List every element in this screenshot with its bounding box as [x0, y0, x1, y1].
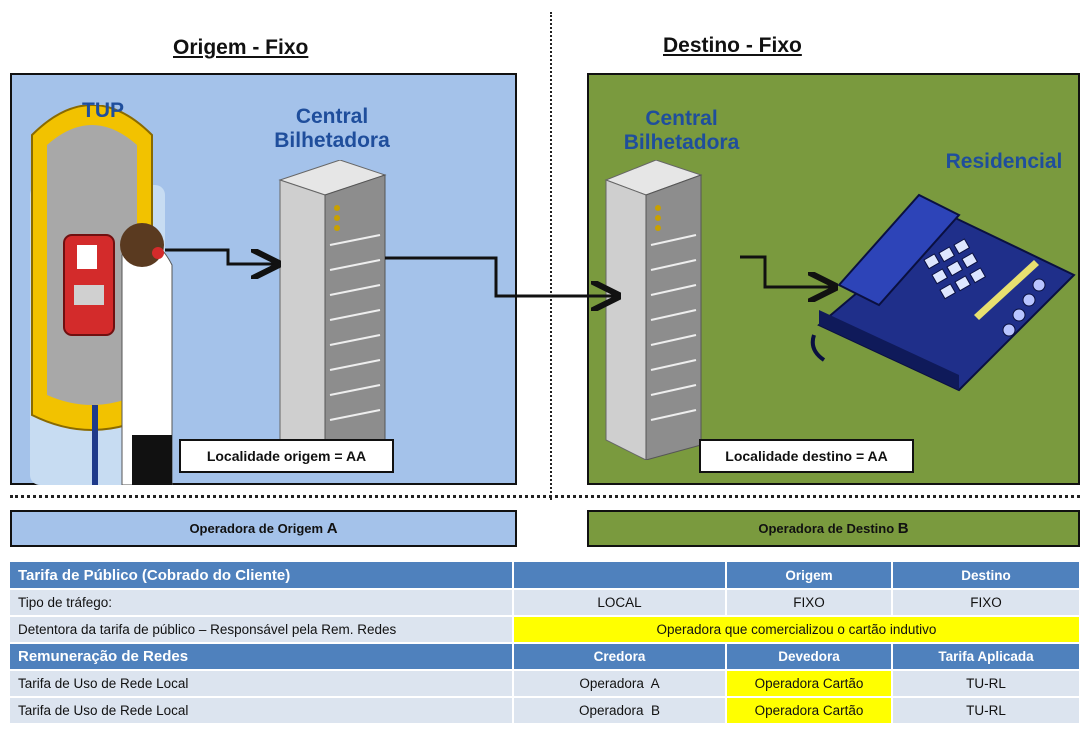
table-cell: FIXO	[726, 589, 893, 617]
highlighted-cell: Operadora que comercializou o cartão ind…	[513, 616, 1080, 644]
origin-heading: Origem - Fixo	[173, 36, 309, 59]
arrow-central-to-residential	[740, 255, 832, 287]
residential-label: Residencial	[945, 150, 1063, 173]
table-cell: Operadora B	[513, 697, 727, 725]
highlighted-cell: Operadora Cartão	[726, 697, 893, 725]
header-cell: Remuneração de Redes	[10, 643, 514, 671]
destination-locality-box: Localidade destino = AA	[699, 439, 914, 473]
tariff-table: Tarifa de Público (Cobrado do Cliente) O…	[10, 562, 1080, 725]
header-cell: Origem	[726, 562, 893, 590]
origin-operator-letter: A	[326, 520, 338, 537]
table-row: Tarifa de Uso de Rede Local Operadora B …	[10, 697, 1080, 725]
header-cell: Tarifa Aplicada	[892, 643, 1080, 671]
destination-operator-letter: B	[897, 520, 909, 537]
destination-operator-bar: Operadora de Destino B	[587, 510, 1080, 547]
horizontal-divider	[10, 495, 1080, 498]
origin-central-line2: Bilhetadora	[274, 129, 390, 152]
table-row: Tipo de tráfego: LOCAL FIXO FIXO	[10, 589, 1080, 617]
arrow-central-to-central	[385, 256, 615, 296]
destination-operator-prefix: Operadora de Destino	[758, 521, 898, 536]
table-cell: FIXO	[892, 589, 1080, 617]
telephone-icon	[810, 193, 1076, 392]
origin-central-label: Central Bilhetadora	[237, 105, 427, 153]
table-header-network-remuneration: Remuneração de Redes Credora Devedora Ta…	[10, 643, 1080, 671]
origin-operator-bar: Operadora de Origem A	[10, 510, 517, 547]
origin-central-line1: Central	[295, 105, 369, 128]
tup-label: TUP	[82, 99, 124, 122]
origin-locality-box: Localidade origem = AA	[179, 439, 394, 473]
header-cell: Devedora	[726, 643, 893, 671]
arrow-tup-to-central	[165, 248, 275, 264]
table-row: Tarifa de Uso de Rede Local Operadora A …	[10, 670, 1080, 698]
destination-heading: Destino - Fixo	[663, 34, 802, 57]
vertical-divider	[550, 12, 552, 500]
row-label: Tarifa de Uso de Rede Local	[10, 670, 514, 698]
header-cell: Destino	[892, 562, 1080, 590]
table-header-public-tariff: Tarifa de Público (Cobrado do Cliente) O…	[10, 562, 1080, 590]
destination-panel: Central Bilhetadora Residencial Localida…	[587, 73, 1080, 485]
flow-arrows	[165, 248, 1080, 500]
table-cell: TU-RL	[892, 670, 1080, 698]
origin-operator-prefix: Operadora de Origem	[189, 521, 327, 536]
row-label: Tipo de tráfego:	[10, 589, 514, 617]
destination-central-line1: Central	[645, 107, 718, 130]
highlighted-cell: Operadora Cartão	[726, 670, 893, 698]
header-cell: Credora	[513, 643, 727, 671]
table-cell: TU-RL	[892, 697, 1080, 725]
table-cell: LOCAL	[513, 589, 727, 617]
table-cell: Operadora A	[513, 670, 727, 698]
server-icon-destination	[604, 160, 703, 460]
origin-panel: TUP Central Bilhetadora Localidade orige…	[10, 73, 517, 485]
row-label: Detentora da tarifa de público – Respons…	[10, 616, 514, 644]
table-row: Detentora da tarifa de público – Respons…	[10, 616, 1080, 644]
server-icon	[278, 160, 387, 460]
destination-central-line2: Bilhetadora	[623, 131, 740, 154]
payphone-illustration	[30, 105, 173, 485]
header-cell	[513, 562, 727, 590]
row-label: Tarifa de Uso de Rede Local	[10, 697, 514, 725]
destination-central-label: Central Bilhetadora	[589, 107, 774, 155]
header-cell: Tarifa de Público (Cobrado do Cliente)	[10, 562, 514, 590]
